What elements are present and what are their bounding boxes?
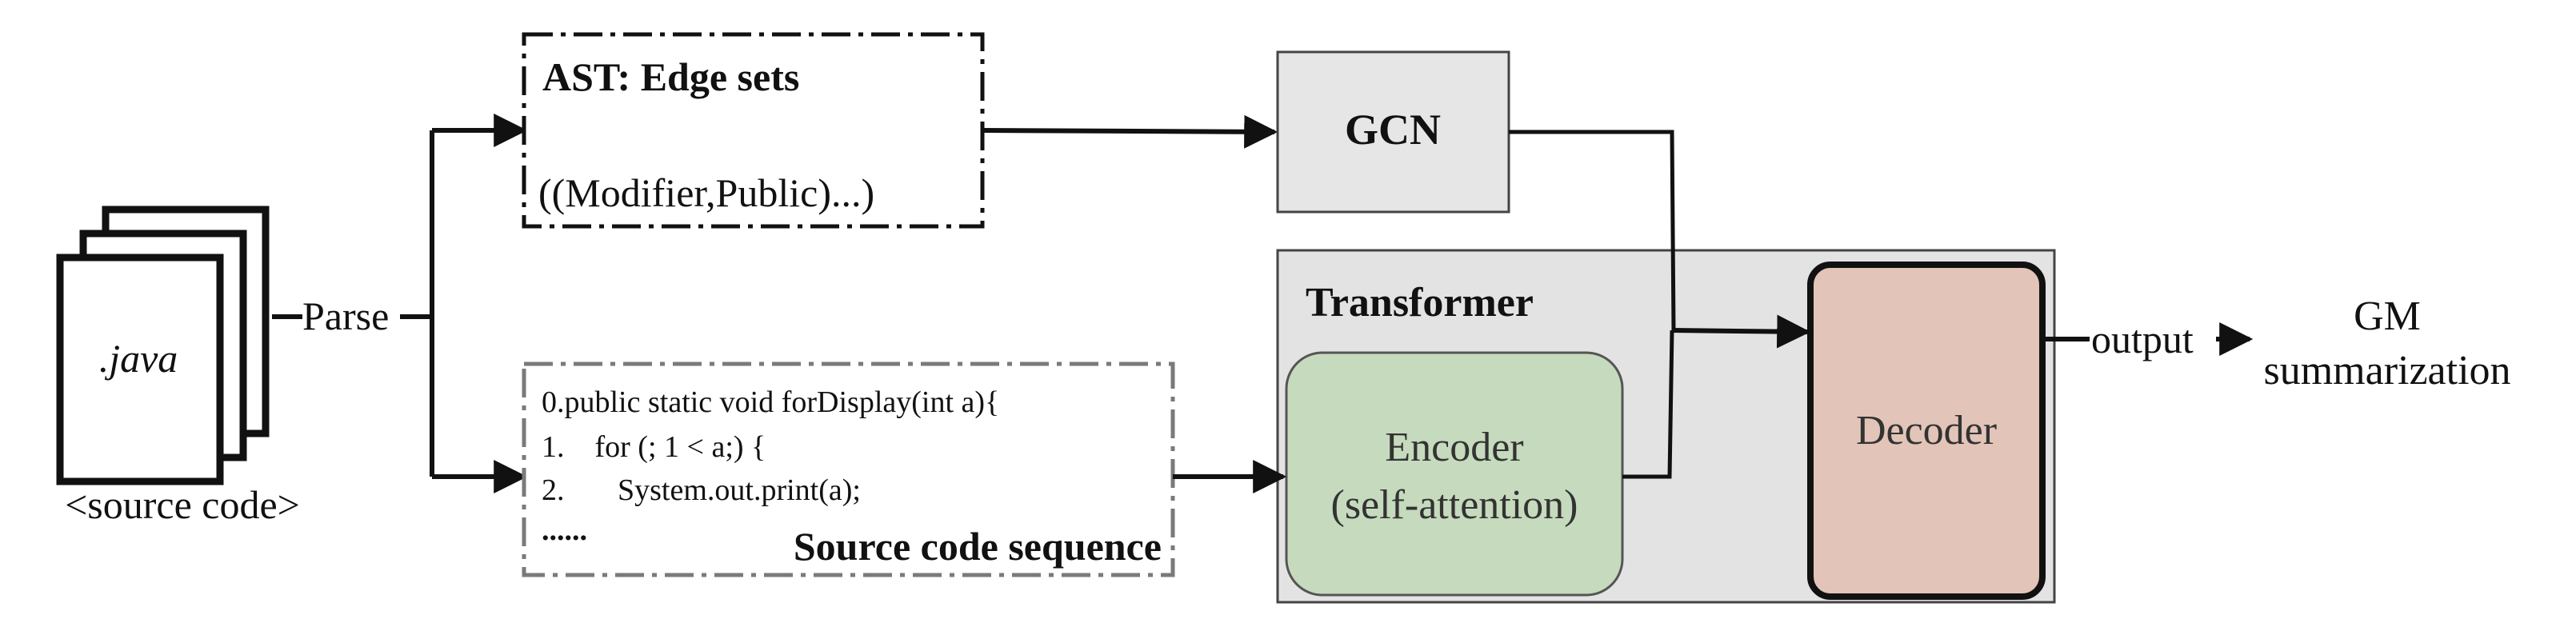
transformer-container: Transformer Encoder (self-attention) Dec…: [1276, 249, 2056, 604]
gcn-box: GCN: [1276, 50, 1510, 214]
encoder-sublabel: (self-attention): [1331, 482, 1578, 528]
code-ellipsis: ......: [542, 513, 587, 547]
transformer-title: Transformer: [1306, 280, 1534, 325]
ast-title: AST: Edge sets: [542, 54, 799, 99]
code-line-1: 1. for (; 1 < a;) {: [542, 430, 766, 464]
source-code-sequence-box: 0.public static void forDisplay(int a){ …: [522, 361, 1175, 577]
code-line-2: 2. System.out.print(a);: [542, 473, 861, 507]
code-seq-border: [522, 361, 1175, 577]
ast-edge-sets-box: AST: Edge sets ((Modifier,Public)...): [522, 32, 985, 229]
arrow-ast-to-gcn: [982, 114, 1278, 149]
encoder-box: [1285, 351, 1624, 597]
code-seq-title: Source code sequence: [794, 524, 1162, 569]
source-code-caption: <source code>: [65, 482, 300, 527]
encoder-label: Encoder: [1385, 425, 1523, 470]
decoder-label: Decoder: [1856, 408, 1997, 453]
result-line1: GM: [2354, 294, 2421, 339]
gcn-to-decoder-path: [1509, 130, 1676, 331]
result-line2: summarization: [2263, 348, 2510, 393]
arrow-merge-to-decoder: [1671, 314, 1811, 349]
ast-content: ((Modifier,Public)...): [538, 170, 874, 215]
encoder-to-decoder-path: [1622, 329, 1674, 479]
parse-label: Parse: [302, 294, 389, 338]
decoder-box: [1807, 262, 2046, 600]
gcn-box-rect: [1276, 50, 1510, 214]
file-label: .java: [99, 336, 178, 381]
file-page-front: [56, 254, 224, 485]
code-line-0: 0.public static void forDisplay(int a){: [542, 385, 999, 419]
gcn-label: GCN: [1345, 106, 1441, 154]
source-files-stack: .java: [56, 206, 270, 485]
output-label: output: [2091, 317, 2194, 361]
